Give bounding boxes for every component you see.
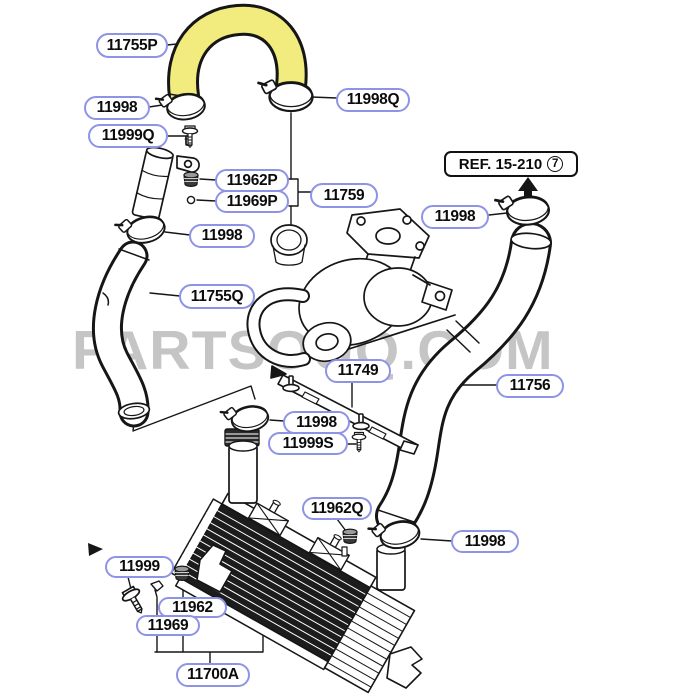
callout-11998-c[interactable]: 11998 [189,224,255,248]
ref-note-15-210[interactable]: REF. 15-210 7 [444,151,578,177]
callout-11998-e[interactable]: 11998 [451,530,519,553]
callout-11759[interactable]: 11759 [310,183,378,208]
hose-11755q [92,240,151,428]
intercooler-left-foot [196,544,233,593]
callout-11962p[interactable]: 11962P [215,169,289,192]
callout-11998-d[interactable]: 11998 [283,411,350,434]
ref-up-arrow [518,177,538,197]
bracket-11749 [270,365,419,455]
fasteners [118,125,367,619]
ref-note-text: REF. 15-210 [458,155,543,173]
callout-11998-a[interactable]: 11998 [84,96,150,120]
callout-11756[interactable]: 11756 [496,374,564,398]
intercooler-right-foot [386,646,423,689]
callout-11969[interactable]: 11969 [136,615,200,636]
callout-11999s[interactable]: 11999S [268,432,348,455]
callout-11998q[interactable]: 11998Q [336,88,410,112]
callout-11999[interactable]: 11999 [105,556,174,578]
turbo-assembly [246,208,456,368]
callout-11749[interactable]: 11749 [325,359,391,383]
callout-11998-b[interactable]: 11998 [421,205,489,229]
ref-note-circled-number: 7 [547,156,564,172]
callout-11755p[interactable]: 11755P [96,33,168,58]
hose-11756 [375,222,552,537]
callout-11700a[interactable]: 11700A [176,663,250,687]
callout-11962q[interactable]: 11962Q [302,497,372,520]
intercooler-core [88,428,423,694]
callout-11755q[interactable]: 11755Q [179,284,255,309]
callout-11969p[interactable]: 11969P [215,190,289,213]
callout-11999q[interactable]: 11999Q [88,124,168,148]
